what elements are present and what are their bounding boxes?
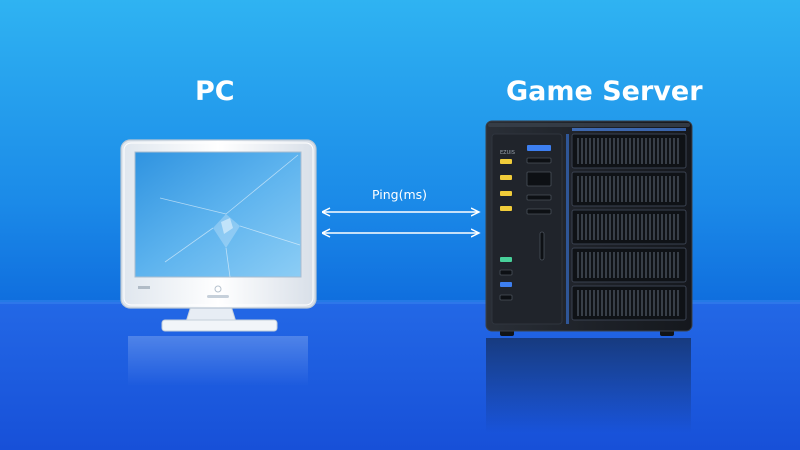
svg-text:EZUIS: EZUIS bbox=[500, 150, 515, 156]
pc-label: PC bbox=[195, 76, 235, 107]
server-label: Game Server bbox=[506, 76, 703, 107]
pc-monitor-icon bbox=[120, 139, 317, 386]
ping-label: Ping(ms) bbox=[372, 187, 428, 202]
server-tower-icon: EZUIS bbox=[485, 120, 693, 433]
floor-horizon bbox=[0, 300, 800, 304]
